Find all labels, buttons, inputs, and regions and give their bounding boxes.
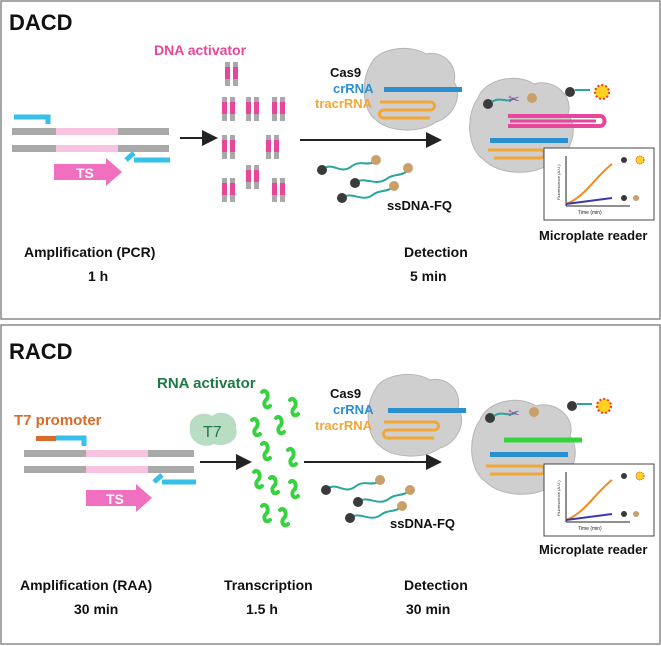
dna-activator-bound <box>508 114 607 128</box>
amplicon <box>272 178 285 202</box>
tracrrna-loop <box>382 420 440 440</box>
reader-xlabel: Time (min) <box>578 526 602 532</box>
amplicon <box>266 135 279 159</box>
reverse-primer-tail <box>124 151 136 162</box>
crrna-strand <box>384 87 462 92</box>
dacd-cas9-complex: Cas9 crRNA tracrRNA <box>315 48 462 131</box>
dacd-reader-chart: Fluorescence (A.U.) Time (min) <box>543 147 655 221</box>
crrna-label: crRNA <box>333 402 374 417</box>
rna-activator <box>278 507 290 528</box>
fluorescence-burst-icon <box>594 84 610 100</box>
forward-primer <box>56 435 87 446</box>
reader-ylabel: Fluorescence (A.U.) <box>556 164 561 200</box>
rna-activator <box>252 469 264 490</box>
amplicon <box>222 135 235 159</box>
racd-panel: RACD T7 promoter TS T7 RNA activator <box>0 324 661 645</box>
t7-polymerase: T7 <box>189 412 237 446</box>
racd-step-amplification-time: 30 min <box>74 601 118 617</box>
ts-arrow <box>54 158 122 186</box>
positive-curve <box>565 163 613 205</box>
fluorophore-bead <box>527 93 537 103</box>
dacd-reader-caption: Microplate reader <box>539 228 647 243</box>
dacd-ssdna-reporters: ssDNA-FQ <box>317 155 452 213</box>
racd-step-detection-time: 30 min <box>406 601 450 617</box>
rna-activator <box>286 447 298 468</box>
amplicon <box>225 62 238 86</box>
t7-promoter-segment <box>36 436 56 441</box>
ts-region-bottom <box>56 145 118 152</box>
racd-reader-chart: Fluorescence (A.U.) Time (min) <box>543 463 655 537</box>
rna-activator <box>250 417 262 438</box>
rna-activator-label: RNA activator <box>157 375 256 392</box>
ssdna-fq-label: ssDNA-FQ <box>387 198 452 213</box>
rna-activator <box>260 503 272 524</box>
racd-ssdna-reporters: ssDNA-FQ <box>321 475 455 531</box>
racd-template-dna: TS <box>24 435 196 512</box>
dacd-step-detection: Detection <box>404 244 468 260</box>
rna-activator <box>260 389 272 410</box>
amplicon <box>246 97 259 121</box>
tracrrna-loop <box>378 100 436 120</box>
cas9-label: Cas9 <box>330 65 361 80</box>
quencher-bead <box>483 99 493 109</box>
t7-polymerase-blob <box>189 412 237 446</box>
rna-activator <box>288 479 300 500</box>
racd-title: RACD <box>9 339 73 364</box>
ts-label: TS <box>76 165 94 181</box>
amplicon <box>222 97 235 121</box>
racd-step-detection: Detection <box>404 577 468 593</box>
forward-primer <box>14 114 51 124</box>
cas9-label: Cas9 <box>330 386 361 401</box>
positive-curve <box>565 479 613 521</box>
dacd-panel: DACD TS DNA activator <box>0 0 661 320</box>
ts-region-top <box>56 128 118 135</box>
fluorophore-bead <box>529 407 539 417</box>
rna-activator <box>288 397 300 418</box>
racd-reader-caption: Microplate reader <box>539 542 647 557</box>
reader-xlabel: Time (min) <box>578 210 602 216</box>
crrna-strand <box>388 408 466 413</box>
rna-activator <box>260 441 272 462</box>
negative-curve <box>565 513 613 521</box>
rna-activator <box>268 475 280 496</box>
dacd-title: DACD <box>9 10 73 35</box>
scissors-icon: ✂ <box>508 91 520 107</box>
t7-label: T7 <box>203 424 222 441</box>
fluorescence-burst-icon <box>596 398 612 414</box>
negative-curve <box>565 197 613 205</box>
ts-arrow <box>86 484 152 512</box>
amplicon <box>246 165 259 189</box>
rna-activator <box>274 415 286 436</box>
reader-ylabel: Fluorescence (A.U.) <box>556 480 561 516</box>
dacd-template-dna: TS <box>12 114 170 186</box>
racd-ts-label: TS <box>106 491 124 507</box>
tracrrna-label: tracrRNA <box>315 96 373 111</box>
ssdna-fq-label: ssDNA-FQ <box>390 516 455 531</box>
dna-activator-amplicons <box>222 62 285 202</box>
racd-cas9-complex: Cas9 crRNA tracrRNA <box>315 374 466 457</box>
dacd-step-amplification: Amplification (PCR) <box>24 244 155 260</box>
tracrrna-label: tracrRNA <box>315 418 373 433</box>
dacd-step-amplification-time: 1 h <box>88 268 108 284</box>
t7-promoter-label: T7 promoter <box>14 412 102 429</box>
dna-activator-label: DNA activator <box>154 42 247 58</box>
cas9-protein <box>367 374 463 457</box>
rna-activator-molecules <box>250 389 300 528</box>
amplicon <box>272 97 285 121</box>
racd-step-transcription-time: 1.5 h <box>246 601 278 617</box>
racd-step-transcription: Transcription <box>224 577 313 593</box>
racd-step-amplification: Amplification (RAA) <box>20 577 152 593</box>
scissors-icon: ✂ <box>508 405 520 421</box>
amplicon <box>222 178 235 202</box>
dacd-step-detection-time: 5 min <box>410 268 447 284</box>
quencher-bead <box>485 413 495 423</box>
crrna-label: crRNA <box>333 81 374 96</box>
